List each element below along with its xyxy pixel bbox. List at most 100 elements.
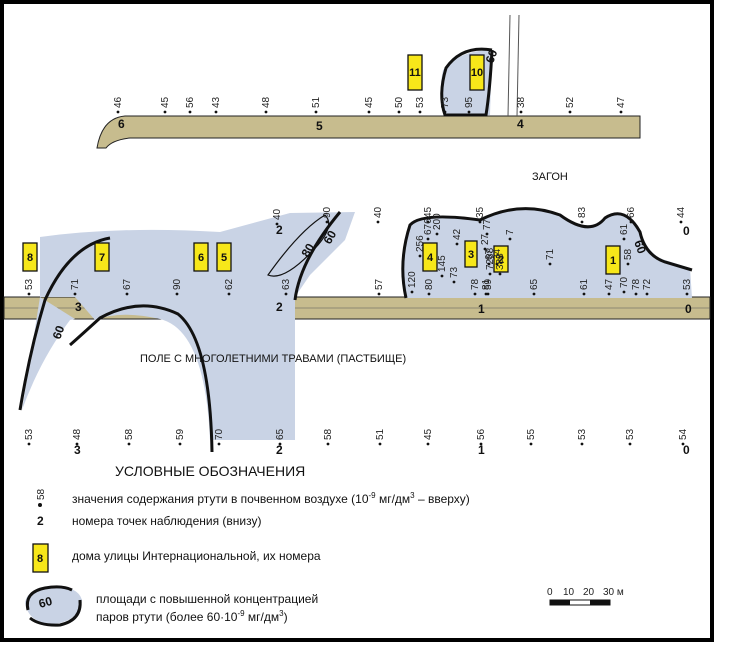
value-middle-13: 676 [423,218,434,235]
value-middle-23: 35 [475,206,486,218]
value-middle-34: 47 [604,278,615,290]
lane-left [507,14,511,117]
value-middle-32: 61 [579,278,590,290]
value-middle-38: 78 [631,278,642,290]
value-dot-bottom-9 [479,442,483,446]
value-dot-middle-40 [679,220,683,224]
value-dot-middle-22 [486,292,490,296]
value-dot-bottom-8 [426,442,430,446]
value-dot-bottom-4 [217,442,221,446]
point-mid-1: 1 [478,302,485,316]
house-11 [407,54,423,91]
value-dot-top-4 [264,110,268,114]
zone-west-lobe [22,297,75,410]
value-dot-bottom-1 [75,442,79,446]
house-4 [422,242,438,272]
value-top-11: 38 [516,96,527,108]
value-middle-29: 7 [505,229,516,235]
value-dot-middle-14 [427,292,431,296]
value-middle-33: 83 [577,206,588,218]
value-dot-middle-16 [440,274,444,278]
value-dot-middle-27 [495,262,499,266]
value-middle-2: 67 [122,278,133,290]
value-top-7: 50 [394,96,405,108]
value-bottom-1: 48 [72,428,83,440]
value-middle-20: 81 [481,278,492,290]
value-dot-middle-25 [487,262,491,266]
point-mid-2-upper: 2 [276,223,283,237]
value-dot-middle-5 [284,292,288,296]
value-dot-top-9 [443,110,447,114]
value-middle-18: 42 [452,228,463,240]
value-middle-3: 90 [172,278,183,290]
value-middle-28: 388 [495,253,506,270]
legend-dot [38,503,42,507]
value-middle-26: 77 [482,218,493,230]
iso60-label-mid: 60 [320,228,339,247]
isoline-60-east [401,207,693,299]
value-dot-middle-1 [73,292,77,296]
value-dot-bottom-12 [628,442,632,446]
value-dot-middle-35 [626,262,630,266]
house-1-number: 1 [610,255,616,267]
house-10 [469,54,485,91]
isoline-60-pasture [69,304,214,453]
value-dot-middle-20 [484,292,488,296]
point-top-6: 6 [118,117,125,131]
value-dot-middle-34 [607,292,611,296]
value-dot-middle-33 [580,220,584,224]
value-middle-8: 57 [374,278,385,290]
value-dot-middle-10 [426,220,430,224]
value-dot-middle-31 [548,262,552,266]
value-middle-6: 40 [272,208,283,220]
point-mid-3: 3 [75,300,82,314]
legend-iso-sample-2 [29,599,82,627]
house-6 [193,242,209,272]
legend-house-swatch [32,543,49,573]
iso60-label-east: 60 [631,238,649,256]
value-dot-middle-37 [622,237,626,241]
value-dot-top-11 [519,110,523,114]
value-dot-bottom-11 [580,442,584,446]
value-dot-middle-18 [455,242,459,246]
value-dot-middle-30 [532,292,536,296]
value-middle-41: 53 [682,278,693,290]
value-middle-22: 59 [483,278,494,290]
value-dot-top-0 [116,110,120,114]
value-dot-top-13 [619,110,623,114]
value-middle-14: 80 [424,278,435,290]
value-bottom-3: 59 [175,428,186,440]
point-bottom-3: 3 [74,443,81,457]
house-1 [605,245,621,275]
value-dot-middle-3 [175,292,179,296]
value-dot-bottom-10 [529,442,533,446]
value-top-9: 73 [440,96,451,108]
house-3-number: 3 [468,249,474,261]
scale-label-30: 30 м [603,587,624,598]
value-dot-top-10 [467,110,471,114]
point-mid-0-lower: 0 [685,302,692,316]
value-dot-bottom-0 [27,442,31,446]
value-dot-top-8 [418,110,422,114]
value-middle-21: 7288 [485,247,496,270]
house-8 [22,242,38,272]
value-dot-middle-41 [685,292,689,296]
zone-east [403,208,692,298]
houses: 8 7 6 5 4 3 2 1 11 10 [22,54,621,275]
legend-sample-iso: 60 [37,594,54,611]
value-middle-10: 45 [423,206,434,218]
value-dot-top-12 [568,110,572,114]
iso60-label-west: 60 [50,323,68,341]
value-dot-middle-8 [377,292,381,296]
value-middle-37: 61 [619,223,630,235]
value-bottom-0: 53 [24,428,35,440]
point-bottom-0: 0 [683,443,690,457]
value-top-3: 43 [211,96,222,108]
value-dot-middle-19 [473,292,477,296]
value-bottom-8: 45 [423,428,434,440]
legend-iso-sample-1 [25,585,73,611]
lane-right [516,14,520,117]
house-7-number: 7 [99,252,105,264]
